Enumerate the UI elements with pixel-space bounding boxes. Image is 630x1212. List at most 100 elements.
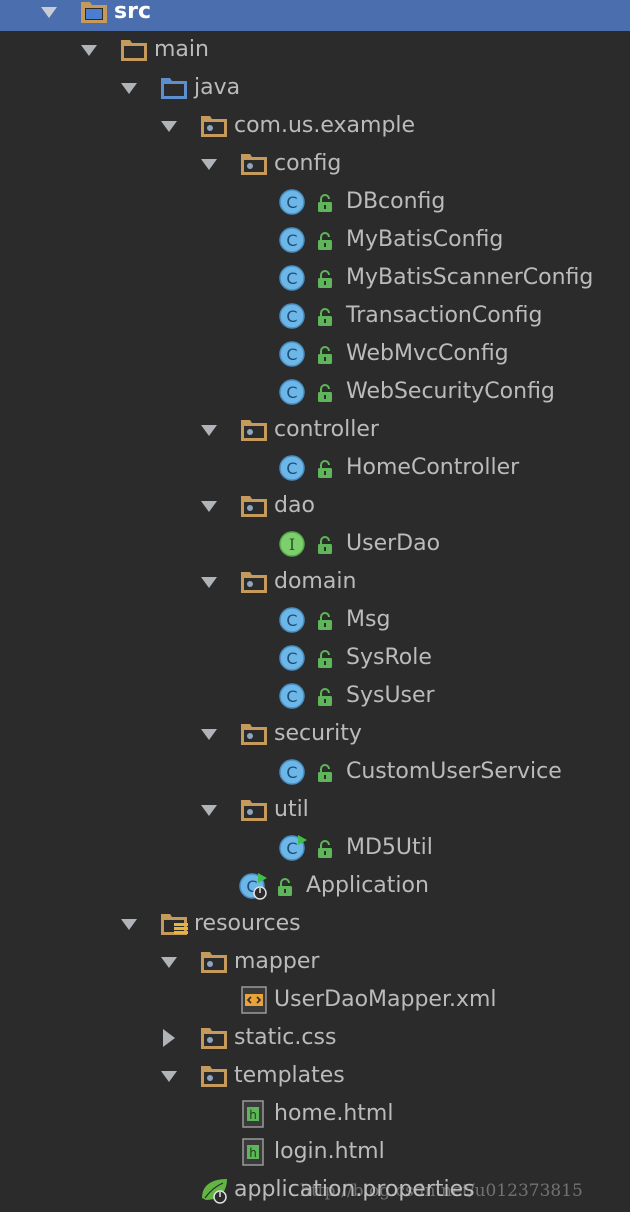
class-icon: C (278, 302, 308, 330)
class-icon: C (278, 226, 308, 254)
tree-item-label: util (274, 797, 309, 822)
tree-item-resources[interactable]: resources (0, 905, 630, 943)
package-icon (199, 1024, 229, 1052)
tree-item-md5util[interactable]: C MD5Util (0, 829, 630, 867)
expand-arrow-icon[interactable] (198, 791, 220, 829)
tree-item-dao[interactable]: dao (0, 487, 630, 525)
tree-item-userdao[interactable]: I UserDao (0, 525, 630, 563)
class-icon: C (278, 454, 308, 482)
svg-text:C: C (286, 649, 297, 668)
resources-folder-icon (159, 910, 189, 938)
svg-text:h: h (249, 1146, 257, 1160)
tree-item-label: MyBatisScannerConfig (346, 265, 594, 290)
tree-item-application-properties[interactable]: application.properties (0, 1171, 630, 1209)
tree-item-label: application.properties (234, 1177, 475, 1202)
package-icon (199, 112, 229, 140)
lock-icon (316, 346, 334, 366)
source-folder-icon (79, 0, 109, 26)
tree-item-label: config (274, 151, 342, 176)
tree-item-src[interactable]: src (0, 0, 630, 31)
spring-boot-application-icon: C (238, 872, 268, 900)
tree-item-label: Msg (346, 607, 391, 632)
expand-arrow-icon[interactable] (38, 0, 60, 31)
collapsed-arrow-icon[interactable] (158, 1019, 180, 1057)
lock-icon (276, 878, 294, 898)
tree-item-msg[interactable]: C Msg (0, 601, 630, 639)
tree-item-com-us-example[interactable]: com.us.example (0, 107, 630, 145)
expand-arrow-icon[interactable] (158, 943, 180, 981)
interface-icon: I (278, 530, 308, 558)
tree-item-userdaomapper-xml[interactable]: UserDaoMapper.xml (0, 981, 630, 1019)
lock-icon (316, 232, 334, 252)
lock-icon (316, 384, 334, 404)
lock-icon (316, 460, 334, 480)
tree-item-label: UserDao (346, 531, 441, 556)
expand-arrow-icon[interactable] (118, 69, 140, 107)
class-icon: C (278, 758, 308, 786)
tree-item-sysuser[interactable]: C SysUser (0, 677, 630, 715)
tree-item-label: CustomUserService (346, 759, 562, 784)
tree-item-label: home.html (274, 1101, 394, 1126)
xml-file-icon (239, 986, 269, 1014)
tree-item-application[interactable]: C Application (0, 867, 630, 905)
tree-item-label: SysUser (346, 683, 435, 708)
tree-item-sysrole[interactable]: C SysRole (0, 639, 630, 677)
tree-item-label: src (114, 0, 151, 24)
tree-item-webmvcconfig[interactable]: C WebMvcConfig (0, 335, 630, 373)
class-icon: C (278, 340, 308, 368)
tree-item-label: UserDaoMapper.xml (274, 987, 497, 1012)
tree-item-java[interactable]: java (0, 69, 630, 107)
expand-arrow-icon[interactable] (118, 905, 140, 943)
lock-icon (316, 840, 334, 860)
tree-item-templates[interactable]: templates (0, 1057, 630, 1095)
expand-arrow-icon[interactable] (78, 31, 100, 69)
tree-item-dbconfig[interactable]: C DBconfig (0, 183, 630, 221)
tree-item-controller[interactable]: controller (0, 411, 630, 449)
tree-item-util[interactable]: util (0, 791, 630, 829)
expand-arrow-icon[interactable] (198, 715, 220, 753)
tree-item-label: Application (306, 873, 429, 898)
tree-item-label: java (194, 75, 241, 100)
tree-item-label: main (154, 37, 209, 62)
tree-item-mybatisconfig[interactable]: C MyBatisConfig (0, 221, 630, 259)
package-icon (239, 796, 269, 824)
lock-icon (316, 536, 334, 556)
tree-item-label: security (274, 721, 362, 746)
html-file-icon: h (239, 1100, 269, 1128)
expand-arrow-icon[interactable] (198, 563, 220, 601)
tree-item-home-html[interactable]: h home.html (0, 1095, 630, 1133)
lock-icon (316, 612, 334, 632)
class-icon: C (278, 264, 308, 292)
tree-item-main[interactable]: main (0, 31, 630, 69)
tree-item-domain[interactable]: domain (0, 563, 630, 601)
expand-arrow-icon[interactable] (198, 487, 220, 525)
tree-item-websecurityconfig[interactable]: C WebSecurityConfig (0, 373, 630, 411)
tree-item-label: SysRole (346, 645, 432, 670)
tree-item-mapper[interactable]: mapper (0, 943, 630, 981)
tree-item-homecontroller[interactable]: C HomeController (0, 449, 630, 487)
watermark-text: http://blog.csdn.net/u012373815 (300, 1181, 583, 1201)
tree-item-mybatisscannerconfig[interactable]: C MyBatisScannerConfig (0, 259, 630, 297)
expand-arrow-icon[interactable] (158, 107, 180, 145)
tree-item-label: MyBatisConfig (346, 227, 504, 252)
class-icon: C (278, 378, 308, 406)
tree-item-customuserservice[interactable]: C CustomUserService (0, 753, 630, 791)
svg-text:C: C (286, 459, 297, 478)
tree-item-static-css[interactable]: static.css (0, 1019, 630, 1057)
tree-item-config[interactable]: config (0, 145, 630, 183)
expand-arrow-icon[interactable] (198, 145, 220, 183)
package-icon (199, 1062, 229, 1090)
tree-item-label: WebSecurityConfig (346, 379, 555, 404)
expand-arrow-icon[interactable] (198, 411, 220, 449)
source-root-folder-icon (159, 74, 189, 102)
svg-text:C: C (286, 345, 297, 364)
svg-text:C: C (286, 231, 297, 250)
tree-item-transactionconfig[interactable]: C TransactionConfig (0, 297, 630, 335)
svg-text:C: C (286, 193, 297, 212)
tree-item-security[interactable]: security (0, 715, 630, 753)
tree-item-login-html[interactable]: h login.html (0, 1133, 630, 1171)
expand-arrow-icon[interactable] (158, 1057, 180, 1095)
svg-text:C: C (286, 839, 297, 858)
class-icon: C (278, 606, 308, 634)
